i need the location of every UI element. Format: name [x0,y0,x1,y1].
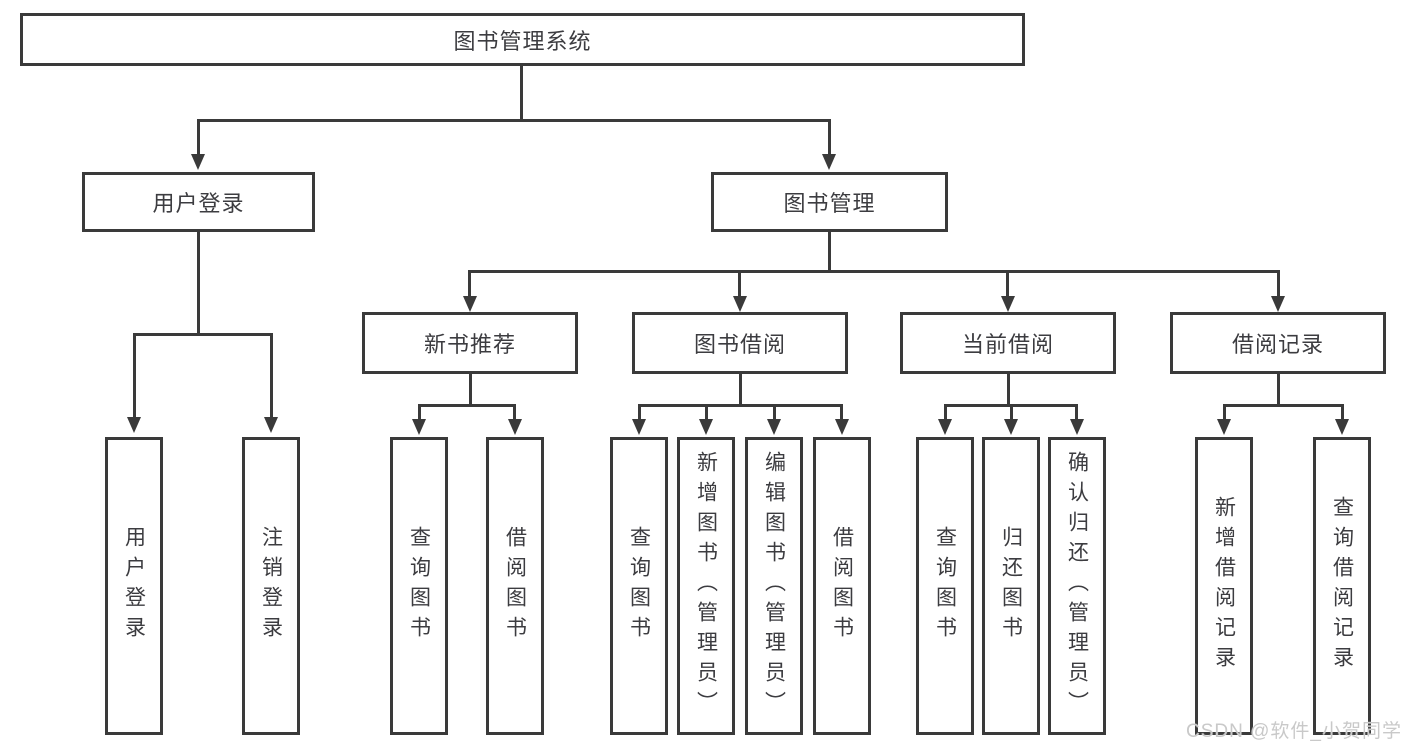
connector-line [418,404,421,421]
arrowhead-down-icon [191,154,205,170]
node-label: 新增借阅记录 [1212,496,1236,676]
connector-line [469,372,472,406]
connector-line [1277,372,1280,406]
connector-line [739,372,742,406]
node-label: 查询图书 [627,526,651,646]
arrowhead-down-icon [1217,419,1231,435]
arrowhead-down-icon [264,417,278,433]
node-label: 当前借阅 [961,332,1054,357]
leaf-recommend-borrow-books: 借阅图书 [486,437,544,735]
node-label: 用户登录 [122,526,146,646]
node-label: 确认归还（管理员） [1065,451,1089,721]
leaf-current-confirm-return-admin: 确认归还（管理员） [1048,437,1106,735]
node-label: 归还图书 [999,526,1023,646]
node-label: 用户登录 [152,191,245,216]
leaf-records-add-record: 新增借阅记录 [1195,437,1253,735]
arrowhead-down-icon [632,419,646,435]
connector-line [944,404,947,421]
connector-line [1007,372,1010,406]
leaf-borrowing-edit-books-admin: 编辑图书（管理员） [745,437,803,735]
node-label: 注销登录 [259,526,283,646]
connector-line [468,270,1280,273]
arrowhead-down-icon [938,419,952,435]
connector-line [270,333,273,419]
connector-line [738,270,741,298]
leaf-borrowing-borrow-books: 借阅图书 [813,437,871,735]
leaf-current-return-books: 归还图书 [982,437,1040,735]
node-label: 借阅图书 [830,526,854,646]
arrowhead-down-icon [733,296,747,312]
connector-line [828,119,831,156]
arrowhead-down-icon [699,419,713,435]
node-label: 借阅图书 [503,526,527,646]
connector-line [197,119,200,156]
connector-line [468,270,471,298]
arrowhead-down-icon [1001,296,1015,312]
connector-line [133,333,136,419]
node-user-login: 用户登录 [82,172,315,232]
arrowhead-down-icon [1335,419,1349,435]
connector-line [1341,404,1344,421]
connector-line [840,404,843,421]
node-borrowing-records: 借阅记录 [1170,312,1386,374]
node-book-management: 图书管理 [711,172,948,232]
node-label: 编辑图书（管理员） [762,451,786,721]
connector-line [638,404,641,421]
node-current-borrowing: 当前借阅 [900,312,1116,374]
arrowhead-down-icon [127,417,141,433]
node-label: 查询借阅记录 [1330,496,1354,676]
connector-line [520,64,523,121]
node-new-book-recommend: 新书推荐 [362,312,578,374]
connector-line [705,404,708,421]
node-label: 查询图书 [407,526,431,646]
arrowhead-down-icon [835,419,849,435]
leaf-logout: 注销登录 [242,437,300,735]
arrowhead-down-icon [508,419,522,435]
arrowhead-down-icon [767,419,781,435]
connector-line [1223,404,1344,407]
arrowhead-down-icon [1004,419,1018,435]
connector-line [1223,404,1226,421]
leaf-borrowing-query-books: 查询图书 [610,437,668,735]
node-label: 查询图书 [933,526,957,646]
node-label: 新增图书（管理员） [694,451,718,721]
leaf-records-query-record: 查询借阅记录 [1313,437,1371,735]
connector-line [828,230,831,273]
node-book-borrowing: 图书借阅 [632,312,848,374]
leaf-current-query-books: 查询图书 [916,437,974,735]
connector-line [418,404,516,407]
node-label: 图书管理系统 [453,28,592,54]
connector-line [133,333,273,336]
arrowhead-down-icon [463,296,477,312]
arrowhead-down-icon [412,419,426,435]
leaf-user-login: 用户登录 [105,437,163,735]
node-label: 图书管理 [783,191,876,216]
arrowhead-down-icon [1271,296,1285,312]
node-label: 借阅记录 [1231,332,1324,357]
connector-line [773,404,776,421]
node-library-management-system: 图书管理系统 [20,13,1025,66]
connector-line [1006,270,1009,298]
connector-line [197,230,200,336]
connector-line [1010,404,1013,421]
connector-line [1277,270,1280,298]
leaf-borrowing-add-books-admin: 新增图书（管理员） [677,437,735,735]
connector-line [638,404,843,407]
leaf-recommend-query-books: 查询图书 [390,437,448,735]
csdn-watermark: CSDN @软件_小贺同学 [1186,721,1402,742]
arrowhead-down-icon [1070,419,1084,435]
connector-line [1075,404,1078,421]
node-label: 图书借阅 [693,332,786,357]
connector-line [197,119,831,122]
arrowhead-down-icon [822,154,836,170]
connector-line [513,404,516,421]
node-label: 新书推荐 [423,332,516,357]
